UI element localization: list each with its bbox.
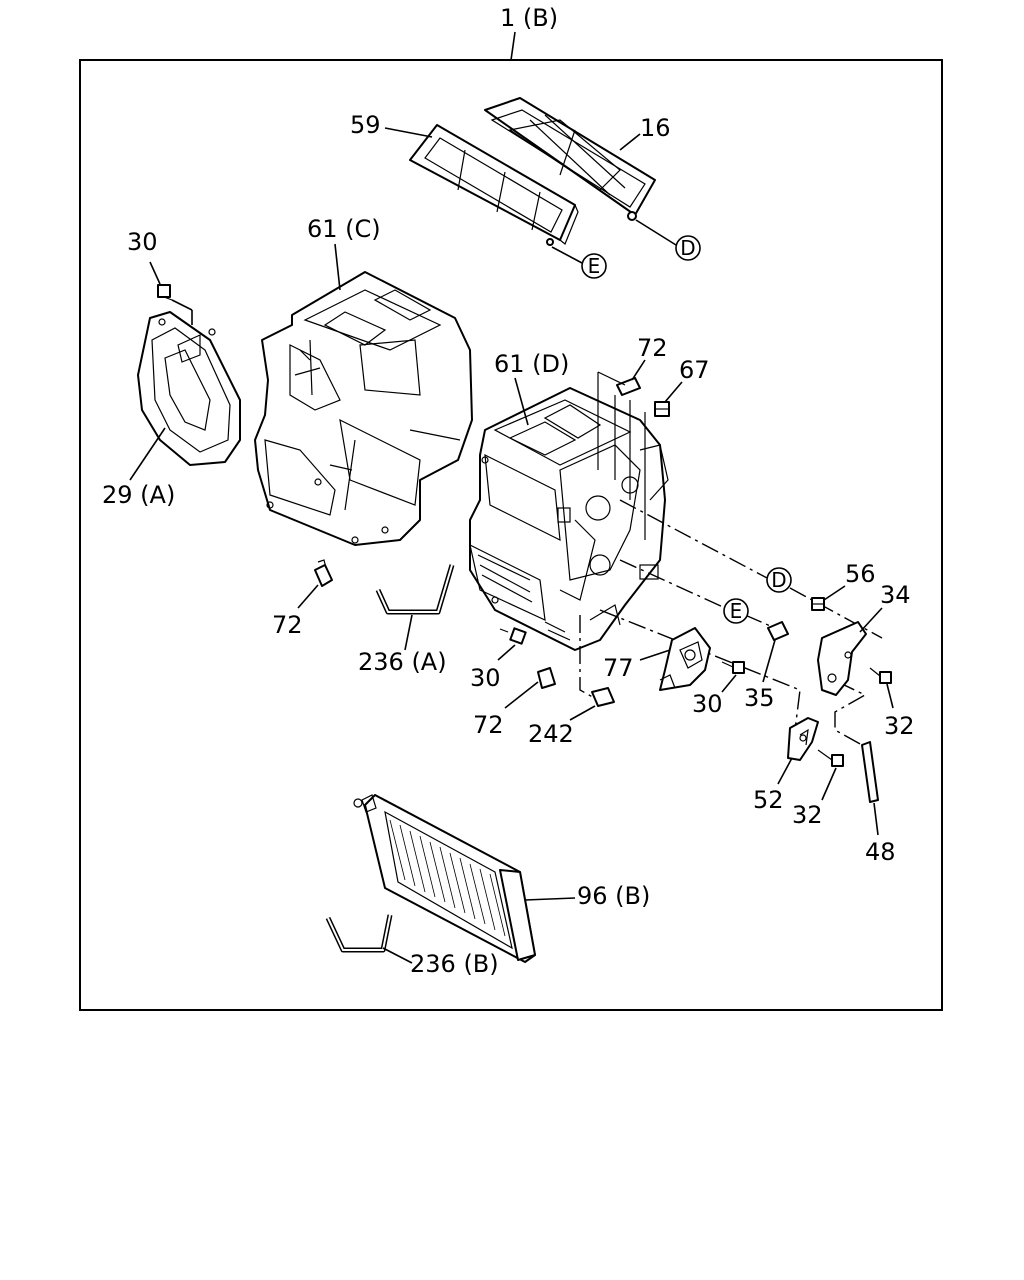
callout-96b: 96 (B) xyxy=(577,882,650,910)
part-72-clip-lower xyxy=(537,667,556,689)
callout-67: 67 xyxy=(679,356,710,384)
part-242-pad xyxy=(591,687,615,707)
part-72-clip-top xyxy=(616,377,641,396)
callout-236b: 236 (B) xyxy=(410,950,499,978)
part-52-bracket xyxy=(787,717,819,761)
part-16-filter xyxy=(484,97,656,221)
callout-35: 35 xyxy=(744,684,775,712)
part-30-screw-middle xyxy=(499,627,527,645)
marker-d-top xyxy=(675,235,701,261)
part-67-grommet xyxy=(654,401,670,417)
svg-text:D: D xyxy=(680,236,695,260)
part-236b-hose xyxy=(325,914,393,953)
callout-236a: 236 (A) xyxy=(358,648,447,676)
part-34-arm xyxy=(817,621,867,696)
callout-61c: 61 (C) xyxy=(307,215,381,243)
callout-77: 77 xyxy=(603,654,634,682)
part-35-clip xyxy=(767,621,789,641)
part-56-nut xyxy=(811,597,825,611)
part-61d-right-housing xyxy=(469,387,669,651)
part-29a-side-panel xyxy=(137,311,241,466)
callout-32-upper: 32 xyxy=(884,712,915,740)
callout-72-left: 72 xyxy=(272,611,303,639)
callout-52: 52 xyxy=(753,786,784,814)
assembly-label: 1 (B) xyxy=(500,4,558,32)
callout-30-right: 30 xyxy=(692,690,723,718)
part-32-screw-upper xyxy=(869,667,892,684)
callout-34: 34 xyxy=(880,581,911,609)
callout-56: 56 xyxy=(845,560,876,588)
callout-30-middle: 30 xyxy=(470,664,501,692)
callout-48: 48 xyxy=(865,838,896,866)
marker-e-top xyxy=(581,253,607,279)
callout-32-lower: 32 xyxy=(792,801,823,829)
callout-30-upper: 30 xyxy=(127,228,158,256)
svg-text:D: D xyxy=(771,568,786,592)
callout-29a: 29 (A) xyxy=(102,481,175,509)
callout-61d: 61 (D) xyxy=(494,350,569,378)
callout-242: 242 xyxy=(528,720,574,748)
callout-72-top: 72 xyxy=(637,334,668,362)
svg-text:E: E xyxy=(588,254,601,278)
part-48-rod xyxy=(861,741,879,803)
part-30-screw-upper xyxy=(157,284,173,301)
part-96b-evaporator xyxy=(353,794,536,963)
part-77-actuator xyxy=(659,627,711,691)
callout-72-lower: 72 xyxy=(473,711,504,739)
svg-text:E: E xyxy=(730,599,743,623)
part-72-clip-left xyxy=(314,559,333,587)
callout-16: 16 xyxy=(640,114,671,142)
marker-d-mid xyxy=(766,567,792,593)
part-32-screw-lower xyxy=(817,749,844,767)
part-61c-left-housing xyxy=(254,271,473,546)
part-30-screw-right xyxy=(721,661,745,674)
marker-e-mid xyxy=(723,598,749,624)
callout-59: 59 xyxy=(350,111,381,139)
